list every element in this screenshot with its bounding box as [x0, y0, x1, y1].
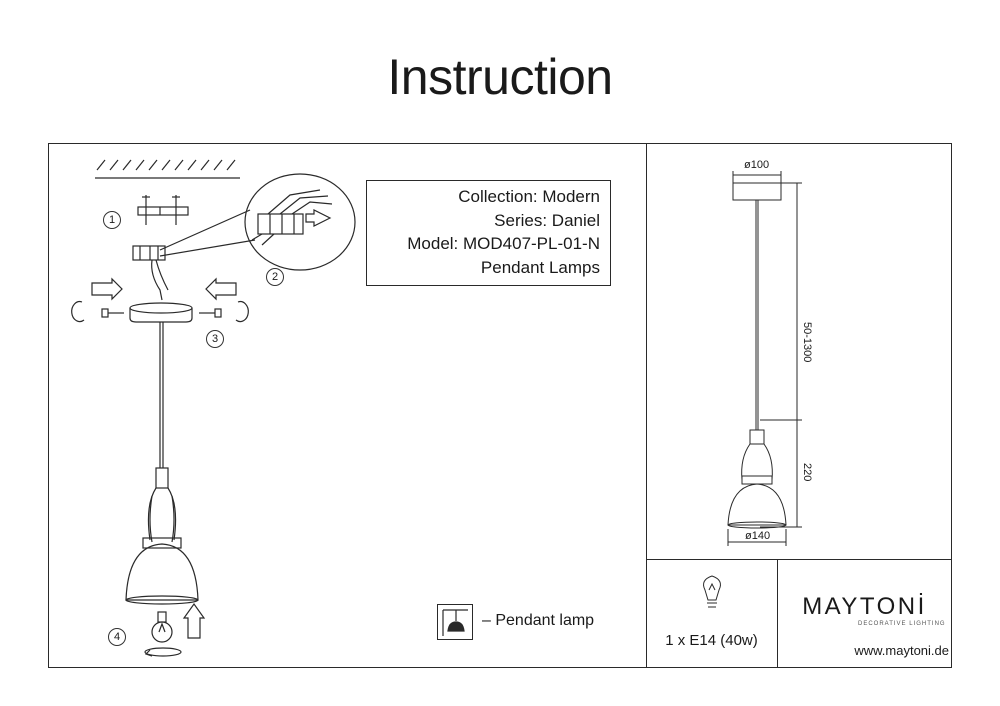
- instruction-frame: [48, 143, 952, 668]
- bulb-spec-label: 1 x E14 (40w): [665, 632, 758, 649]
- rotate-icon: [235, 300, 249, 323]
- pendant-shade-icon: [727, 429, 787, 529]
- brand-tagline: DECORATIVE LIGHTING: [858, 621, 946, 627]
- brand-website: www.maytoni.de: [854, 643, 949, 658]
- brand-logo: MAYTONİ: [802, 593, 927, 620]
- screw-icon: [199, 308, 222, 318]
- arrow-left-icon: [205, 277, 237, 301]
- light-bulb-icon: [151, 611, 173, 643]
- canopy-diameter-label: ø100: [744, 159, 770, 171]
- step-2-badge: 2: [266, 268, 284, 286]
- series-label: Series: Daniel: [494, 210, 600, 230]
- step-1-badge: 1: [103, 211, 121, 229]
- divider-footer: [777, 559, 778, 668]
- rotate-icon: [71, 300, 85, 323]
- step-3-badge: 3: [206, 330, 224, 348]
- divider-vertical: [646, 143, 647, 668]
- pendant-shade-icon: [125, 467, 199, 605]
- zoom-detail-circle: [244, 173, 356, 271]
- arrow-left-icon: [305, 209, 332, 227]
- installation-diagram: [71, 159, 356, 657]
- pendant-lamp-icon: [442, 609, 468, 636]
- type-label: Pendant Lamps: [480, 257, 600, 277]
- mounting-bracket-icon: [137, 195, 189, 225]
- divider-horizontal: [646, 559, 952, 560]
- wire-connection-detail: [251, 189, 333, 246]
- rotate-icon: [144, 647, 182, 657]
- light-bulb-icon: [703, 575, 721, 608]
- shade-diameter-label: ø140: [745, 530, 771, 542]
- ceiling-icon: [95, 159, 240, 179]
- step-4-badge: 4: [108, 628, 126, 646]
- cable-length-label: 50-1300: [801, 322, 813, 363]
- canopy-icon: [732, 182, 782, 201]
- arrow-right-icon: [91, 277, 123, 301]
- product-info-box: Collection: Modern Series: Daniel Model:…: [366, 180, 611, 286]
- shade-height-label: 220: [801, 463, 813, 482]
- model-label: Model: MOD407-PL-01-N: [407, 234, 600, 253]
- page-title: Instruction: [387, 49, 613, 105]
- collection-label: Collection: Modern: [458, 187, 600, 206]
- legend-label: – Pendant lamp: [482, 612, 595, 629]
- screw-icon: [101, 308, 124, 318]
- canopy-icon: [129, 308, 193, 323]
- terminal-block-icon: [132, 245, 169, 301]
- arrow-up-icon: [182, 602, 206, 639]
- legend-icon-box: [437, 604, 473, 640]
